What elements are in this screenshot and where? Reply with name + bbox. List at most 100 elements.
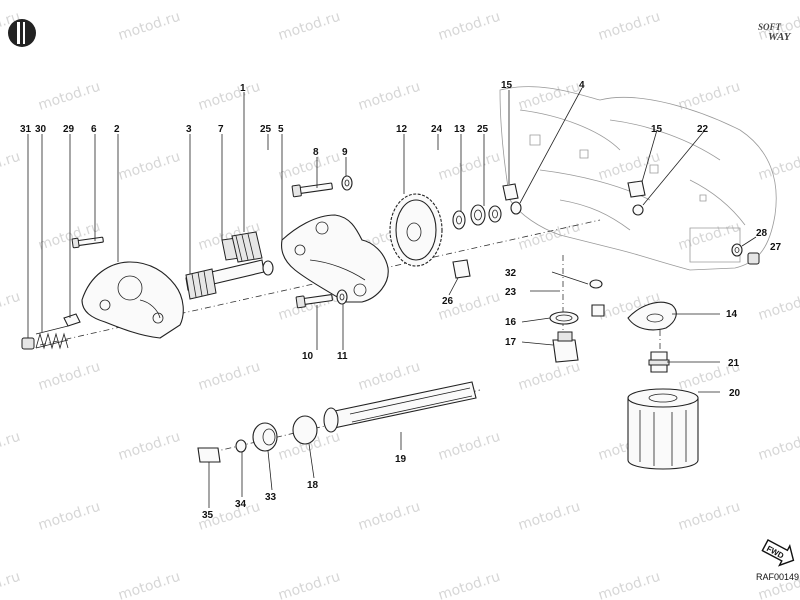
watermark-text: motod.ru [676,499,742,534]
watermark-text: motod.ru [596,149,662,184]
watermark-text: motod.ru [276,569,342,600]
callout-26: 26 [442,296,454,307]
part-27-plug [747,252,760,265]
part-20-oil-filter [627,388,699,470]
callout-20: 20 [729,388,741,399]
watermark-text: motod.ru [276,9,342,44]
part-19-filter-screen [323,381,477,433]
part-14-bracket [627,301,677,331]
watermark-text: motod.ru [196,359,262,394]
watermark-text: motod.ru [436,149,502,184]
callout-15: 15 [501,80,513,91]
callout-7: 7 [218,124,224,135]
callout-14: 14 [726,309,738,320]
part-21-union-nipple [648,351,670,373]
watermark-text: motod.ru [116,9,182,44]
watermark-text: motod.ru [36,359,102,394]
part-13-bearing [470,204,486,226]
part-29-valve-piston [63,313,81,327]
callout-30: 30 [35,124,47,135]
watermark-text: motod.ru [356,499,422,534]
part-18-o-ring [292,415,318,445]
callout-8: 8 [313,147,319,158]
watermark-text: motod.ru [116,429,182,464]
softway-logo-top: SOFT [758,22,782,32]
callout-19: 19 [395,454,407,465]
watermark-text: motod.ru [0,429,22,464]
part-9-washer [341,175,353,191]
callout-16: 16 [505,317,517,328]
watermark-text: motod.ru [0,289,22,324]
callout-6: 6 [91,124,97,135]
watermark-text: motod.ru [276,149,342,184]
callout-3: 3 [186,124,192,135]
part-1-pump-gear [231,231,263,263]
part-17-sensor [552,331,579,363]
callout-35: 35 [202,510,214,521]
forward-arrow-icon: FWD [761,539,795,567]
watermark-text: motod.ru [116,149,182,184]
part-pump-housing [281,214,389,303]
part-15-dowel-right [627,180,646,198]
watermark-text: motod.ru [36,79,102,114]
watermark-text: motod.ru [756,429,800,464]
watermark-text: motod.ru [0,149,22,184]
callout-4: 4 [579,80,585,91]
callout-21: 21 [728,358,740,369]
watermark-text: motod.ru [596,569,662,600]
callout-24: 24 [431,124,443,135]
part-11-washer [336,289,348,305]
callout-29: 29 [63,124,75,135]
callout-2: 2 [114,124,120,135]
part-4-o-ring [510,201,522,215]
callout-32: 32 [505,268,517,279]
part-3-drive-shaft [185,259,265,300]
callout-11: 11 [337,351,348,362]
watermark-text: motod.ru [596,9,662,44]
callout-15b: 15 [651,124,663,135]
part-34-washer [235,439,247,453]
callout-9: 9 [342,147,348,158]
part-16-seal [549,311,579,325]
watermark-text: motod.ru [0,569,22,600]
part-10-screw [295,294,333,309]
callout-25: 25 [260,124,272,135]
watermark-text: motod.ru [756,289,800,324]
watermark-text: motod.ru [116,569,182,600]
callout-12: 12 [396,124,408,135]
callout-1: 1 [240,83,246,94]
watermark-text: motod.ru [196,79,262,114]
part-28-washer [731,243,743,257]
part-5-circlip [262,260,274,276]
callout-17: 17 [505,337,517,348]
circle-logo-icon [8,19,36,47]
part-8-screw [291,182,333,198]
watermark-text: motod.ru [436,569,502,600]
drawing-reference-code: RAF00149 [756,572,799,582]
callout-22: 22 [697,124,709,135]
watermark-text: motod.ru [356,79,422,114]
watermark-text: motod.ru [436,429,502,464]
watermark-text: motod.ru [436,9,502,44]
callout-34: 34 [235,499,247,510]
part-23-plug [591,304,605,317]
leader-lines [27,87,757,508]
part-6-screw [71,236,104,249]
callout-5: 5 [278,124,284,135]
part-2-pump-body [81,261,184,339]
callout-31: 31 [20,124,32,135]
callout-23: 23 [505,287,517,298]
watermark-text: motod.ru [356,359,422,394]
part-32-washer [589,279,603,289]
callout-18: 18 [307,480,319,491]
part-35-plug [197,447,221,463]
part-22-o-ring [632,204,644,216]
callout-33: 33 [265,492,277,503]
callout-10: 10 [302,351,314,362]
part-26-bush [452,259,471,279]
callout-numbers: 31 30 29 6 2 3 7 1 25 5 8 9 12 24 13 25 … [20,80,782,521]
callout-27: 27 [770,242,782,253]
callout-13: 13 [454,124,466,135]
watermark-text: motod.ru [36,499,102,534]
